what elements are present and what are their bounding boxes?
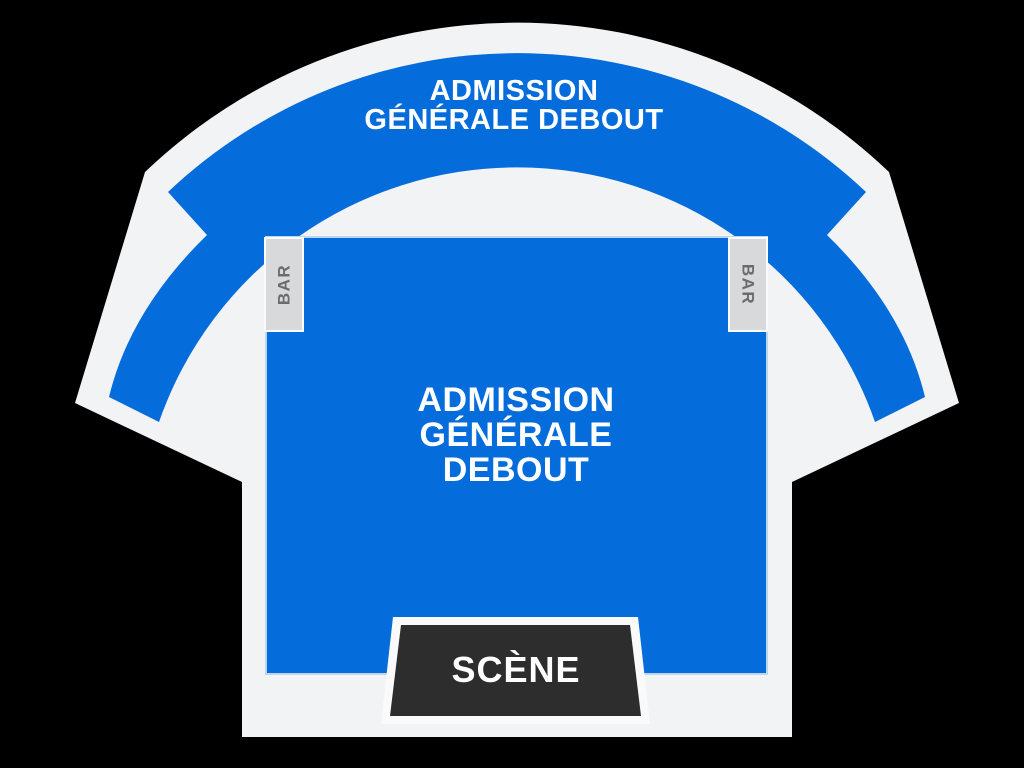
stage-label: SCÈNE (451, 649, 580, 690)
balcony-label-line2: GÉNÉRALE DEBOUT (364, 102, 663, 136)
floor-label-line3: DEBOUT (443, 451, 590, 489)
bar-left: BAR (264, 237, 304, 332)
floor-label-line1: ADMISSION (417, 381, 614, 419)
bar-right-box (728, 237, 768, 332)
balcony-label-line1: ADMISSION (430, 75, 599, 107)
balcony-section[interactable] (109, 53, 925, 422)
bar-left-box (264, 237, 304, 332)
stage (390, 625, 641, 716)
floor-label-line2: GÉNÉRALE (420, 416, 613, 454)
bar-right: BAR (728, 237, 768, 332)
floor-section[interactable] (265, 236, 768, 675)
bar-right-label: BAR (739, 264, 758, 305)
bar-left-label: BAR (275, 264, 294, 305)
